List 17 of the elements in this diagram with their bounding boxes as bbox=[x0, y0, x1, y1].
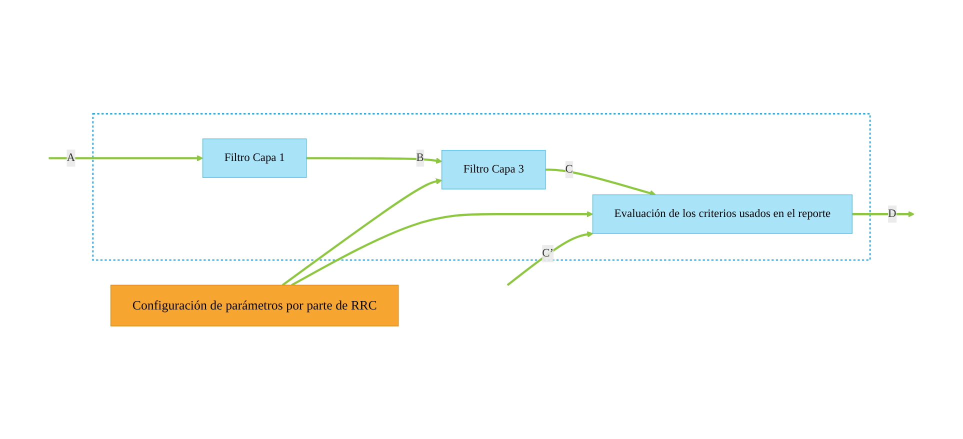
arrow bbox=[852, 210, 915, 217]
arrow bbox=[306, 156, 442, 164]
edge-label: B bbox=[416, 151, 424, 164]
node-box bbox=[592, 194, 853, 234]
node-box bbox=[442, 150, 546, 190]
edge-label: A bbox=[66, 151, 75, 164]
edge-label: C bbox=[565, 162, 573, 176]
node-box bbox=[202, 138, 307, 178]
arrow bbox=[545, 168, 656, 196]
edge-label: C’ bbox=[542, 246, 554, 260]
cluster bbox=[92, 112, 871, 260]
arrow bbox=[282, 178, 442, 286]
arrow bbox=[48, 154, 204, 161]
arrow bbox=[291, 210, 594, 286]
arrow bbox=[506, 230, 594, 286]
node-box bbox=[110, 284, 399, 326]
edge-label: D bbox=[888, 207, 896, 220]
